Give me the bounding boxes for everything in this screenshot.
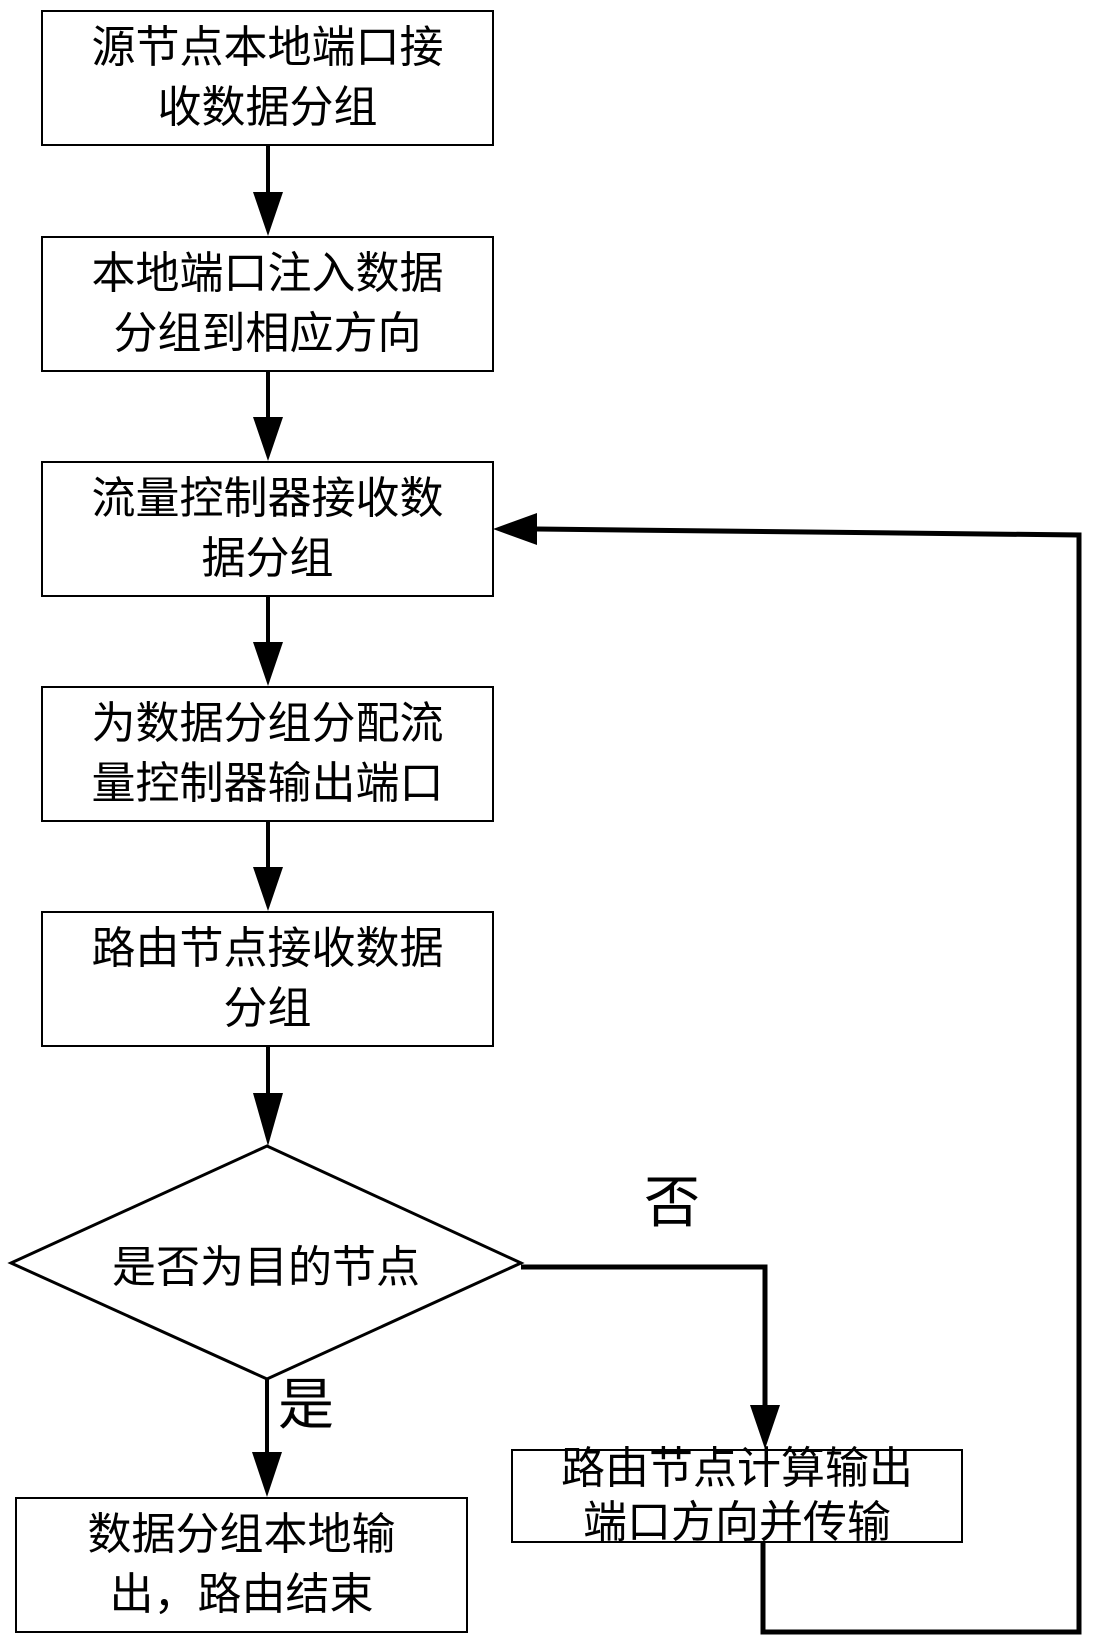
step-text-line: 路由节点计算输出 [561,1443,913,1494]
step-text-line: 分组 [223,983,312,1034]
step-text-line: 源节点本地端口接 [91,22,444,73]
step-text-line: 为数据分组分配流 [91,698,444,749]
step-text-line: 收数据分组 [157,82,378,133]
step-box-flow-controller-receive: 流量控制器接收数 据分组 [41,461,494,597]
step-text-line: 量控制器输出端口 [91,758,444,809]
arrowhead-s4-s5 [253,867,283,911]
arrowhead-d1-s7 [750,1405,780,1449]
step-text-line: 本地端口注入数据 [91,248,444,299]
edge-s7-s3-loop [536,526,1082,1635]
arrowhead-s1-s2 [253,192,283,236]
arrowhead-s5-d1 [253,1093,283,1146]
step-text-line: 据分组 [201,533,334,584]
step-text-line: 流量控制器接收数 [91,473,444,524]
step-box-local-output-end: 数据分组本地输 出，路由结束 [15,1497,468,1633]
no-branch-label: 否 [644,1171,700,1236]
step-box-assign-output-port: 为数据分组分配流 量控制器输出端口 [41,686,494,822]
step-text-line: 数据分组本地输 [87,1509,396,1560]
edge-d1-s7 [521,1264,768,1408]
step-text-line: 端口方向并传输 [583,1497,891,1548]
step-text-line: 路由节点接收数据 [91,923,444,974]
step-text-line: 出，路由结束 [109,1569,374,1620]
step-box-inject-packet: 本地端口注入数据 分组到相应方向 [41,236,494,372]
step-box-router-receive: 路由节点接收数据 分组 [41,911,494,1047]
decision-text: 是否为目的节点 [112,1241,420,1293]
arrowhead-s7-s3 [493,513,537,545]
arrowhead-s3-s4 [253,642,283,686]
step-box-source-receive: 源节点本地端口接 收数据分组 [41,10,494,146]
step-text-line: 分组到相应方向 [113,308,422,359]
arrowhead-d1-s6 [252,1452,282,1497]
arrowhead-s2-s3 [253,417,283,461]
step-box-compute-forward: 路由节点计算输出 端口方向并传输 [511,1443,963,1548]
yes-branch-label: 是 [278,1373,334,1438]
